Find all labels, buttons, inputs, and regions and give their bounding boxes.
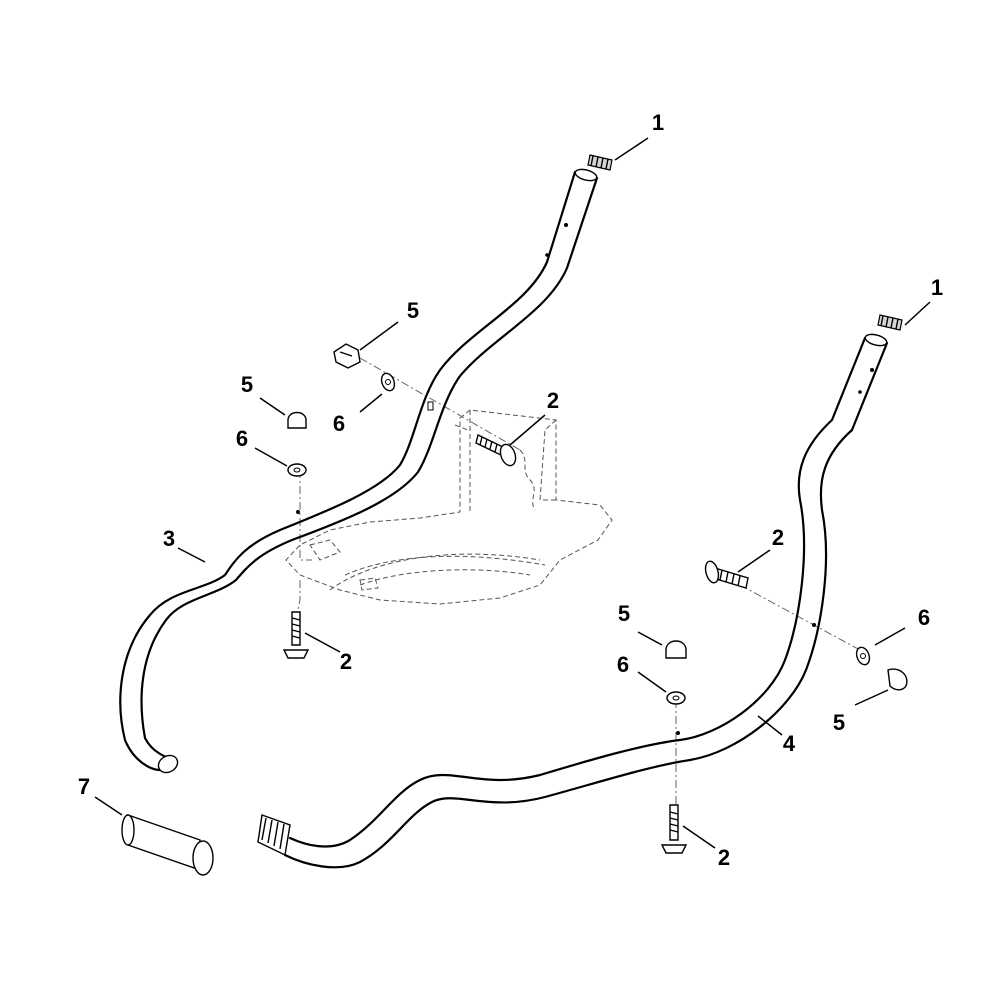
handlebar-tube-3 bbox=[119, 168, 599, 774]
assembly-axis-lines bbox=[295, 357, 861, 805]
grip-sleeve-7 bbox=[121, 814, 214, 876]
callout-3: 3 bbox=[162, 526, 176, 551]
tube-plug-1-right bbox=[877, 314, 903, 331]
callout-2-right: 2 bbox=[771, 525, 785, 550]
callout-1-right: 1 bbox=[930, 275, 944, 300]
callout-6-right: 6 bbox=[917, 605, 931, 630]
tube-plug-1-top bbox=[587, 154, 613, 171]
callout-2-center: 2 bbox=[546, 388, 560, 413]
callout-5-left: 5 bbox=[240, 372, 254, 397]
cap-nut-5-right bbox=[887, 668, 908, 691]
leader-lines bbox=[94, 137, 931, 849]
callout-5-top: 5 bbox=[406, 298, 420, 323]
cap-nut-5-left bbox=[287, 411, 307, 429]
washer-6-left bbox=[287, 463, 307, 477]
callout-7: 7 bbox=[77, 774, 91, 799]
cap-nut-5-top bbox=[333, 343, 361, 369]
carriage-bolt-2-right bbox=[704, 560, 749, 589]
handlebar-tube-4 bbox=[257, 333, 889, 869]
callout-6-mid: 6 bbox=[616, 652, 630, 677]
callout-6-left: 6 bbox=[235, 426, 249, 451]
washer-6-right bbox=[855, 646, 871, 666]
callout-1-top: 1 bbox=[651, 110, 665, 135]
callout-2-right-bottom: 2 bbox=[717, 845, 731, 870]
washer-6-top bbox=[380, 372, 396, 392]
carriage-bolt-2-right-bottom bbox=[660, 804, 688, 854]
callout-6-top: 6 bbox=[332, 411, 346, 436]
callout-2-left-bottom: 2 bbox=[339, 649, 353, 674]
carriage-bolt-2-center bbox=[475, 433, 517, 467]
mounting-bracket-phantom bbox=[285, 409, 613, 605]
callout-5-mid: 5 bbox=[617, 601, 631, 626]
callout-4: 4 bbox=[782, 731, 796, 756]
carriage-bolt-2-left-bottom bbox=[282, 611, 310, 659]
washer-6-mid bbox=[666, 691, 686, 705]
callout-5-right: 5 bbox=[832, 710, 846, 735]
cap-nut-5-mid bbox=[665, 640, 687, 659]
